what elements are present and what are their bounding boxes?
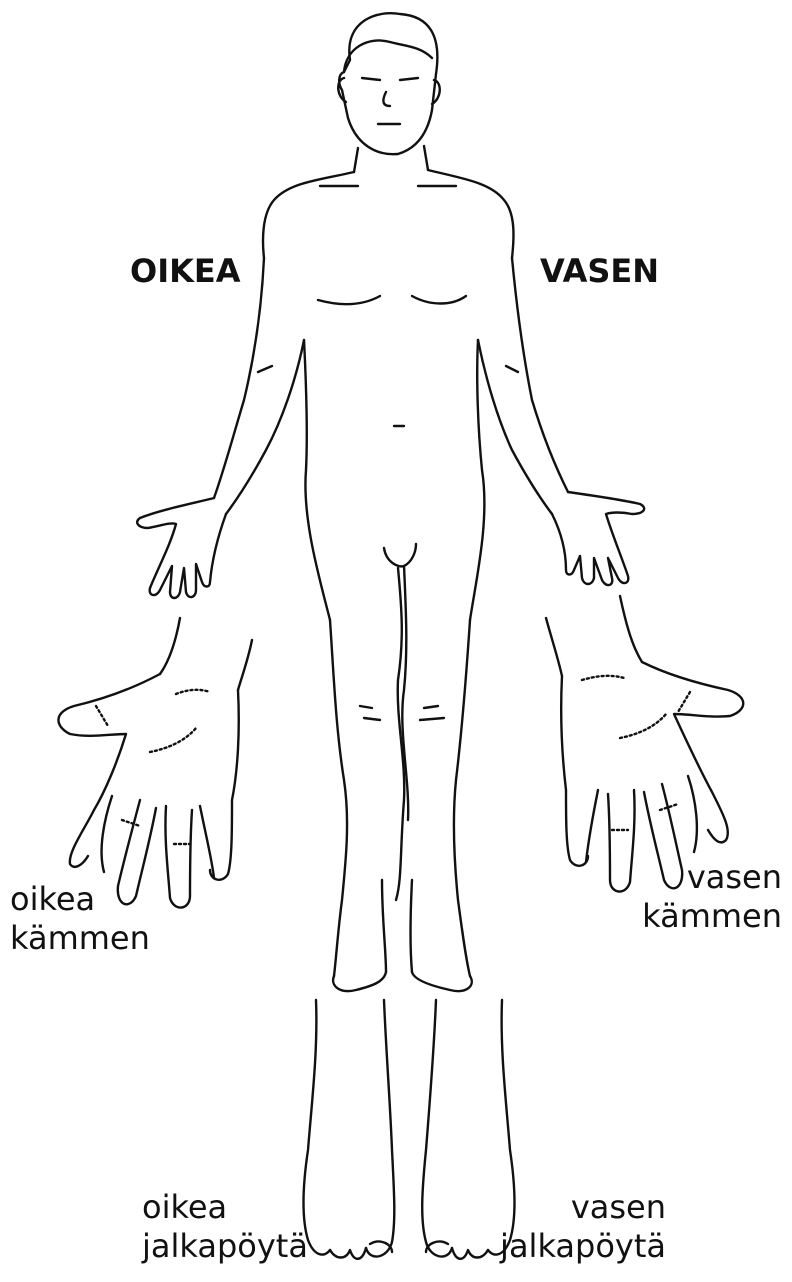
left-sole-label: vasen jalkapöytä: [476, 1188, 666, 1266]
right-sole-label-line1: oikea: [142, 1188, 308, 1227]
left-side-label: VASEN: [540, 252, 659, 291]
right-palm-label: oikea kämmen: [10, 880, 150, 958]
left-sole-label-line2: jalkapöytä: [476, 1227, 666, 1266]
right-sole-label: oikea jalkapöytä: [142, 1188, 308, 1266]
head: [338, 13, 440, 154]
arms: [137, 258, 644, 598]
right-palm-label-line1: oikea: [10, 880, 150, 919]
right-palm-drawing: [58, 618, 252, 908]
right-palm-label-line2: kämmen: [10, 919, 150, 958]
left-palm-label-line1: vasen: [632, 858, 782, 897]
right-sole-label-line2: jalkapöytä: [142, 1227, 308, 1266]
torso-and-legs: [263, 146, 514, 991]
right-side-label: OIKEA: [130, 252, 241, 291]
left-palm-label: vasen kämmen: [632, 858, 782, 936]
left-sole-label-line1: vasen: [476, 1188, 666, 1227]
left-palm-label-line2: kämmen: [632, 897, 782, 936]
left-palm-drawing: [546, 596, 743, 892]
